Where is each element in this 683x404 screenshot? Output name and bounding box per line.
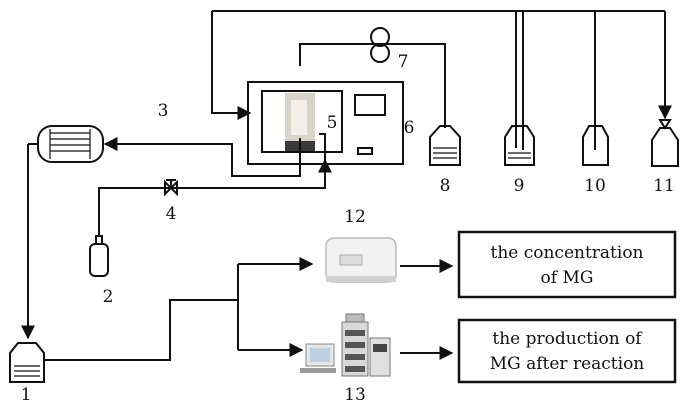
production-line2: MG after reaction	[490, 354, 645, 374]
condenser	[28, 125, 104, 163]
production-box: the production of MG after reaction	[457, 318, 677, 384]
gas-cylinder-2	[89, 235, 109, 277]
bottle-9	[504, 125, 535, 166]
label-13: 13	[344, 385, 366, 404]
bottle-11	[651, 119, 679, 167]
pump-icon	[370, 27, 390, 47]
label-6: 6	[404, 118, 415, 138]
pump-line	[299, 27, 446, 128]
label-7: 7	[398, 52, 409, 72]
concentration-line2: of MG	[541, 268, 594, 288]
gas-feed-line	[98, 133, 332, 236]
concentration-line1: the concentration	[490, 243, 643, 263]
concentration-box: the concentration of MG	[457, 230, 677, 299]
production-line1: the production of	[492, 329, 643, 349]
label-9: 9	[514, 176, 525, 196]
label-8: 8	[440, 176, 451, 196]
hplc-icon	[300, 313, 391, 377]
reactor-to-condenser-line	[103, 137, 301, 177]
label-5: 5	[327, 113, 338, 133]
collection-bottle-1	[9, 342, 45, 383]
label-1: 1	[21, 385, 32, 404]
label-4: 4	[166, 204, 177, 224]
bottle-8	[429, 125, 461, 166]
label-12: 12	[344, 207, 366, 227]
label-10: 10	[584, 176, 606, 196]
label-2: 2	[103, 287, 114, 307]
spectrophotometer-icon	[325, 237, 397, 283]
bottle-10	[582, 125, 609, 166]
label-3: 3	[158, 101, 169, 121]
top-return-pipes	[211, 10, 672, 150]
label-11: 11	[653, 176, 675, 196]
valve-icon	[164, 179, 178, 197]
analysis-branch-lines	[44, 257, 314, 361]
